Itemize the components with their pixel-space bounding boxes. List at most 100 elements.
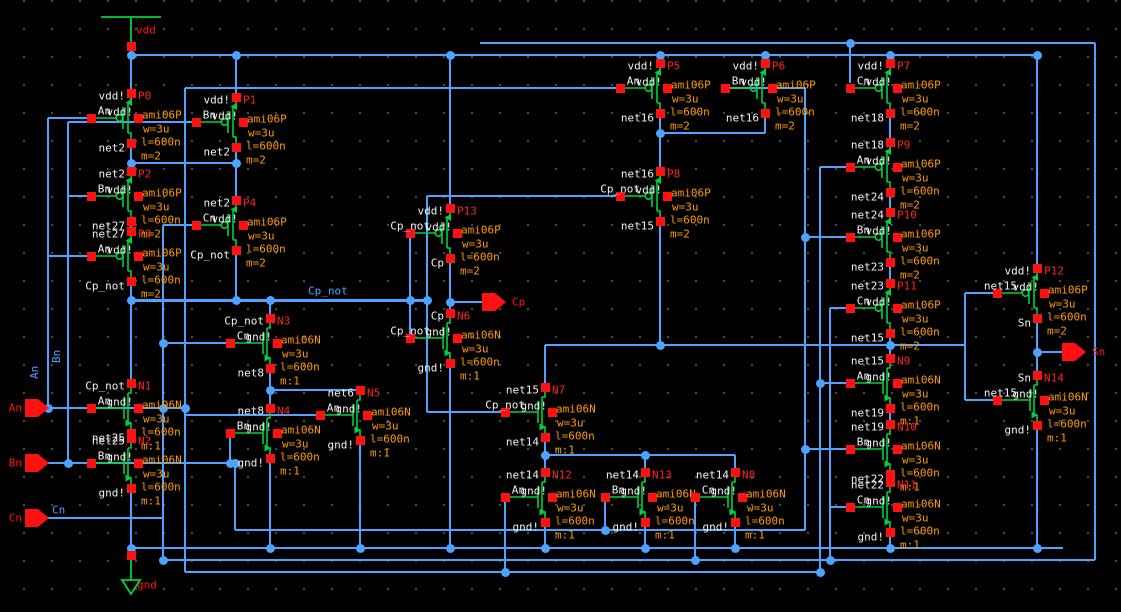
terminal-gate-N8[interactable]: [690, 492, 700, 502]
wire[interactable]: [131, 162, 236, 164]
terminal-drain-source-bottom-P0[interactable]: [126, 138, 136, 148]
terminal-drain-source-bottom-N3[interactable]: [265, 363, 275, 373]
wire[interactable]: [130, 488, 132, 548]
terminal-drain-source-top-N1[interactable]: [126, 378, 136, 388]
terminal-drain-source-top-N14[interactable]: [1032, 370, 1042, 380]
terminal-drain-source-bottom-P5[interactable]: [655, 108, 665, 118]
wire[interactable]: [805, 448, 850, 450]
wire[interactable]: [604, 497, 606, 530]
terminal-bulk-N12[interactable]: [547, 492, 557, 502]
wire[interactable]: [47, 118, 49, 408]
wire[interactable]: [163, 224, 196, 226]
terminal-drain-source-top-P8[interactable]: [655, 166, 665, 176]
wire[interactable]: [130, 143, 132, 171]
terminal-drain-source-top-P4[interactable]: [231, 195, 241, 205]
terminal-drain-source-top-N7[interactable]: [540, 382, 550, 392]
wire[interactable]: [185, 414, 320, 416]
terminal-bulk-N11[interactable]: [892, 502, 902, 512]
terminal-bulk-P7[interactable]: [892, 83, 902, 93]
wire[interactable]: [889, 408, 891, 424]
terminal-drain-source-bottom-N4[interactable]: [265, 453, 275, 463]
terminal-bulk-N9[interactable]: [892, 378, 902, 388]
wire[interactable]: [1094, 43, 1096, 560]
terminal-bulk-N3[interactable]: [272, 338, 282, 348]
wire[interactable]: [889, 192, 891, 212]
wire[interactable]: [805, 236, 850, 238]
wire[interactable]: [545, 454, 735, 456]
gnd-supply-symbol[interactable]: [119, 556, 143, 598]
wire[interactable]: [1036, 425, 1038, 548]
terminal-drain-source-top-N2[interactable]: [126, 433, 136, 443]
wire[interactable]: [644, 455, 646, 472]
terminal-drain-source-top-P9[interactable]: [885, 137, 895, 147]
terminal-bulk-N6[interactable]: [452, 333, 462, 343]
terminal-bulk-N13[interactable]: [647, 492, 657, 502]
wire[interactable]: [965, 399, 997, 401]
terminal-drain-source-bottom-N12[interactable]: [540, 517, 550, 527]
terminal-drain-source-top-N8[interactable]: [730, 467, 740, 477]
wire[interactable]: [544, 522, 546, 548]
wire[interactable]: [734, 455, 736, 472]
wire[interactable]: [830, 506, 850, 508]
terminal-drain-source-bottom-P2[interactable]: [126, 216, 136, 226]
wire[interactable]: [830, 307, 850, 309]
wire[interactable]: [659, 113, 661, 171]
terminal-bulk-P6[interactable]: [767, 83, 777, 93]
wire[interactable]: [235, 147, 237, 200]
wire[interactable]: [163, 559, 1095, 561]
terminal-gate-N9[interactable]: [845, 378, 855, 388]
terminal-drain-source-top-N4[interactable]: [265, 403, 275, 413]
terminal-drain-source-top-P10[interactable]: [885, 207, 895, 217]
terminal-bulk-P12[interactable]: [1039, 288, 1049, 298]
terminal-gate-P13[interactable]: [405, 228, 415, 238]
wire[interactable]: [820, 166, 850, 168]
terminal-drain-source-top-N6[interactable]: [445, 308, 455, 318]
terminal-drain-source-bottom-N1[interactable]: [126, 428, 136, 438]
terminal-drain-source-bottom-N14[interactable]: [1032, 420, 1042, 430]
wire[interactable]: [131, 298, 427, 302]
terminal-drain-source-bottom-N5[interactable]: [355, 435, 365, 445]
terminal-drain-source-top-P7[interactable]: [885, 58, 895, 68]
transistor-symbol-N6[interactable]: [405, 308, 465, 368]
terminal-bulk-P11[interactable]: [892, 303, 902, 313]
terminal-vdd[interactable]: [126, 42, 136, 51]
terminal-gate-N14[interactable]: [992, 395, 1002, 405]
terminal-bulk-P0[interactable]: [133, 113, 143, 123]
output-pin-Cp[interactable]: [482, 292, 508, 312]
terminal-bulk-N5[interactable]: [362, 410, 372, 420]
terminal-drain-source-bottom-P11[interactable]: [885, 328, 895, 338]
terminal-drain-source-bottom-N6[interactable]: [445, 358, 455, 368]
terminal-gate-N5[interactable]: [315, 410, 325, 420]
wire[interactable]: [130, 50, 132, 100]
terminal-bulk-P3[interactable]: [133, 251, 143, 261]
terminal-drain-source-top-P5[interactable]: [655, 58, 665, 68]
terminal-drain-source-bottom-P3[interactable]: [126, 276, 136, 286]
terminal-gate-N3[interactable]: [225, 338, 235, 348]
terminal-drain-source-bottom-P10[interactable]: [885, 257, 895, 267]
terminal-drain-source-top-N12[interactable]: [540, 467, 550, 477]
terminal-gate-N12[interactable]: [500, 492, 510, 502]
terminal-gate-N4[interactable]: [225, 428, 235, 438]
terminal-drain-source-bottom-P12[interactable]: [1032, 313, 1042, 323]
wire[interactable]: [269, 458, 271, 548]
wire[interactable]: [48, 117, 91, 119]
wire[interactable]: [725, 87, 805, 89]
wire[interactable]: [480, 42, 1095, 44]
wire[interactable]: [68, 195, 91, 197]
terminal-gate-P0[interactable]: [86, 113, 96, 123]
terminal-gate-P7[interactable]: [845, 83, 855, 93]
wire[interactable]: [644, 522, 646, 548]
wire[interactable]: [131, 547, 1063, 549]
wire[interactable]: [804, 88, 806, 530]
terminal-drain-source-top-N5[interactable]: [355, 385, 365, 395]
terminal-drain-source-top-N11[interactable]: [885, 477, 895, 487]
terminal-bulk-P13[interactable]: [452, 228, 462, 238]
wire[interactable]: [1036, 318, 1038, 375]
transistor-symbol-N12[interactable]: [500, 467, 560, 527]
terminal-gnd[interactable]: [126, 551, 136, 560]
wire[interactable]: [849, 43, 851, 83]
input-pin-Cn[interactable]: [25, 508, 51, 528]
terminal-gate-P12[interactable]: [992, 288, 1002, 298]
terminal-drain-source-bottom-P8[interactable]: [655, 216, 665, 226]
terminal-gate-P6[interactable]: [720, 83, 730, 93]
